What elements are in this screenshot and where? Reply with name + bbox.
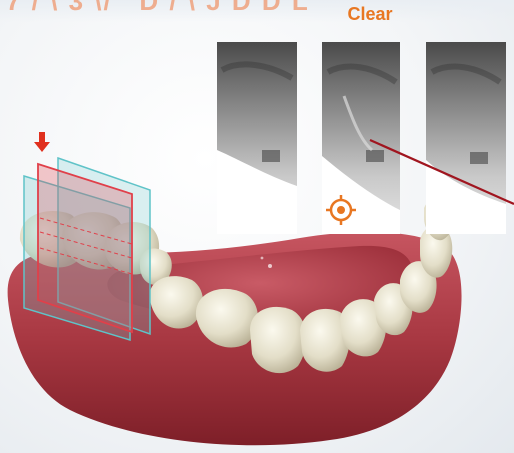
cross-section-planes bbox=[24, 158, 150, 340]
down-arrow-icon bbox=[34, 132, 50, 152]
xray-panel-right bbox=[426, 42, 506, 234]
xray-panel-left bbox=[217, 42, 297, 234]
xray-panel-center bbox=[322, 42, 400, 234]
